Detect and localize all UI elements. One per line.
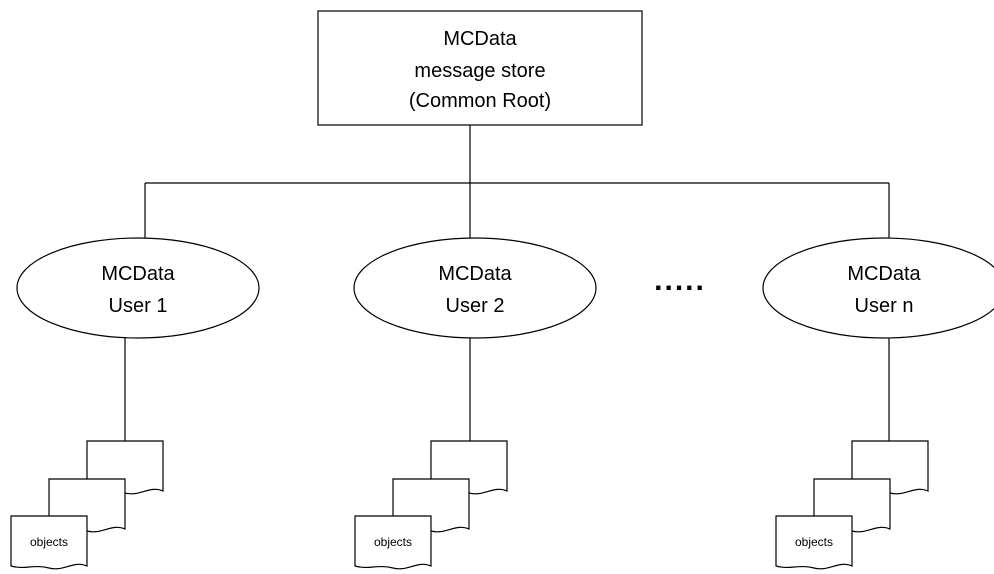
user-n-objects-stack: objects xyxy=(775,440,929,570)
user-n-label-line1: MCData xyxy=(847,263,921,285)
user-1-label-line1: MCData xyxy=(101,263,175,285)
document-icon xyxy=(775,515,853,570)
ellipsis: ..... xyxy=(654,264,706,297)
user-1-objects-stack: objects xyxy=(10,440,164,570)
user-n-node: MCData User n xyxy=(762,237,994,339)
user-2-objects-stack: objects xyxy=(354,440,508,570)
root-box xyxy=(317,10,643,126)
user-2-node: MCData User 2 xyxy=(353,237,597,339)
user-1-ellipse xyxy=(16,237,260,339)
document-icon xyxy=(10,515,88,570)
root-label-line3: (Common Root) xyxy=(409,90,551,112)
user-2-label-line2: User 2 xyxy=(446,295,505,317)
user-1-label-line2: User 1 xyxy=(109,295,168,317)
user-n-objects-label: objects xyxy=(795,535,833,549)
user-1-node: MCData User 1 xyxy=(16,237,260,339)
root-label-line2: message store xyxy=(414,60,545,82)
user-n-label-line2: User n xyxy=(855,295,914,317)
user-2-objects-label: objects xyxy=(374,535,412,549)
user-1-objects-label: objects xyxy=(30,535,68,549)
user-2-ellipse xyxy=(353,237,597,339)
document-icon xyxy=(354,515,432,570)
user-n-ellipse xyxy=(762,237,994,339)
root-label-line1: MCData xyxy=(443,28,517,50)
user-2-label-line1: MCData xyxy=(438,263,512,285)
